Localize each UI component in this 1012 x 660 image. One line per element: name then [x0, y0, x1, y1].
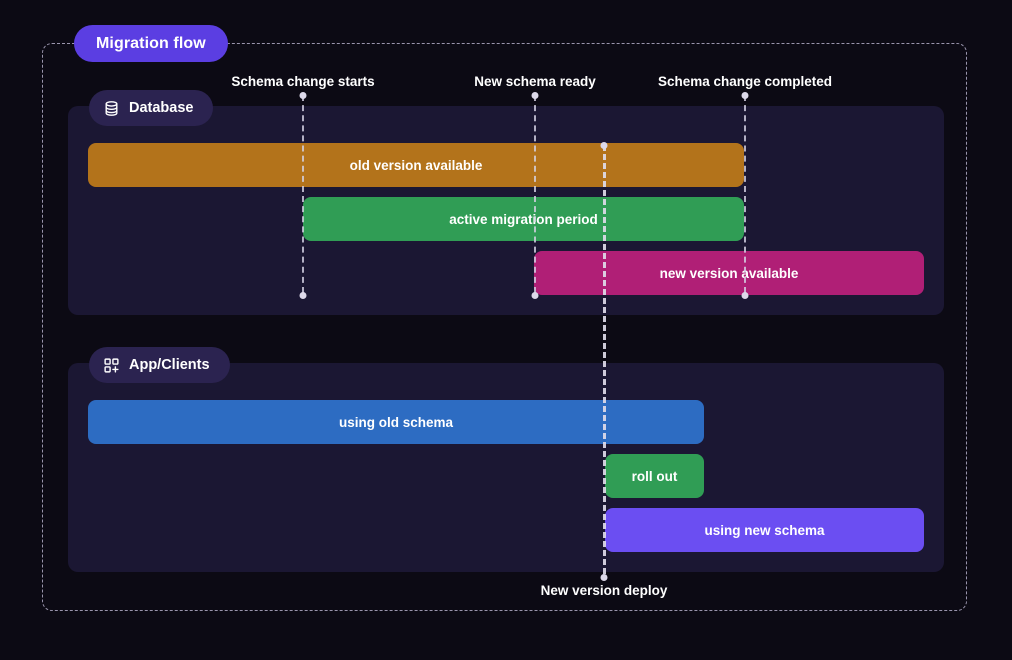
milestone-dot-schema-change-completed-start — [741, 92, 749, 99]
milestone-line-new-schema-ready — [534, 95, 536, 293]
milestone-label-schema-change-completed: Schema change completed — [657, 74, 833, 89]
milestone-line-new-version-deploy — [603, 145, 606, 574]
bar-using-old-schema: using old schema — [88, 400, 704, 444]
database-icon — [103, 100, 120, 117]
lane-label-text-app-clients: App/Clients — [129, 357, 210, 373]
bar-label-old-version-available: old version available — [349, 157, 483, 173]
apps-add-icon — [103, 357, 120, 374]
milestone-label-new-schema-ready: New schema ready — [474, 74, 596, 89]
milestone-dot-new-version-deploy-end — [600, 574, 608, 581]
bar-label-active-migration-period: active migration period — [449, 211, 598, 227]
diagram-title: Migration flow — [96, 34, 206, 52]
bar-roll-out: roll out — [605, 454, 704, 498]
milestone-dot-schema-change-completed-end — [741, 292, 749, 299]
bar-label-roll-out: roll out — [631, 468, 678, 484]
bar-label-using-new-schema: using new schema — [704, 522, 825, 538]
milestone-line-schema-change-completed — [744, 95, 746, 293]
diagram-frame — [42, 43, 967, 611]
milestone-label-new-version-deploy: New version deploy — [540, 583, 668, 598]
milestone-dot-schema-change-starts-end — [299, 292, 307, 299]
milestone-line-schema-change-starts — [302, 95, 304, 293]
lane-label-app-clients: App/Clients — [89, 347, 230, 383]
bar-using-new-schema: using new schema — [605, 508, 924, 552]
milestone-label-schema-change-starts: Schema change starts — [231, 74, 375, 89]
milestone-dot-new-schema-ready-start — [531, 92, 539, 99]
bar-label-new-version-available: new version available — [659, 265, 799, 281]
bar-active-migration-period: active migration period — [303, 197, 744, 241]
bar-old-version-available: old version available — [88, 143, 744, 187]
diagram-title-pill: Migration flow — [74, 25, 228, 62]
bar-label-using-old-schema: using old schema — [338, 414, 454, 430]
lane-label-database: Database — [89, 90, 214, 126]
lane-label-text-database: Database — [129, 100, 194, 116]
milestone-dot-schema-change-starts-start — [299, 92, 307, 99]
milestone-dot-new-schema-ready-end — [531, 292, 539, 299]
bar-new-version-available: new version available — [534, 251, 924, 295]
